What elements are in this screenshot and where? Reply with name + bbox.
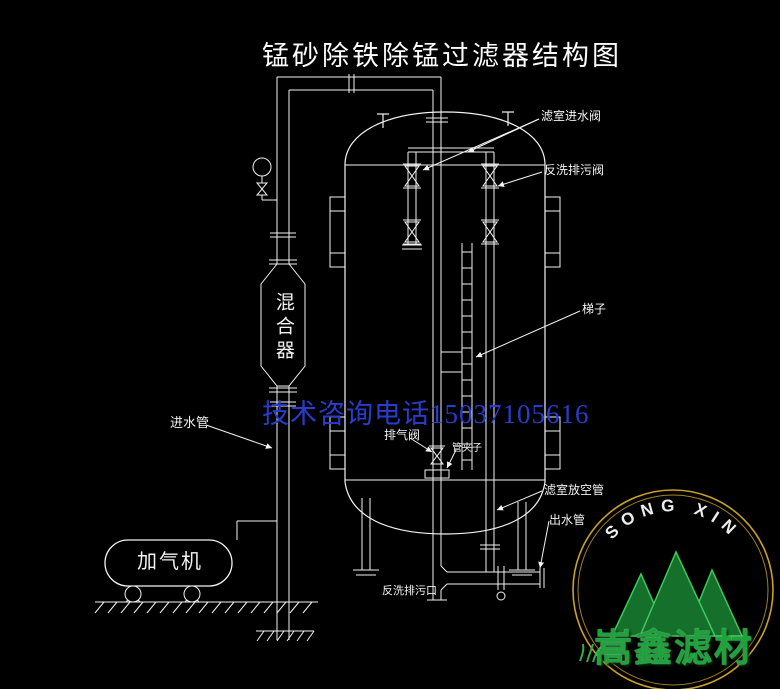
- tank-vessel: [344, 111, 546, 535]
- logo-brand-text: 嵩鑫滤材: [594, 628, 755, 670]
- grass-icon: [579, 643, 602, 663]
- label-filter-vent-pipe: 滤室放空管: [544, 483, 605, 497]
- leader-lines: [205, 118, 581, 569]
- label-inlet-pipe: 进水管: [170, 415, 210, 430]
- side-port-upper-left: [329, 196, 346, 268]
- pressure-gauge: [252, 157, 277, 201]
- label-outlet-pipe: 出水管: [549, 513, 586, 527]
- logo-ring-inner: [577, 494, 769, 686]
- backwash-valve-left: [403, 219, 421, 245]
- ground-hatching: [94, 601, 318, 642]
- ladder: [441, 243, 473, 470]
- filter-inlet-valve-left: [403, 163, 421, 189]
- side-port-lower-left: [329, 416, 346, 470]
- internal-pipes: [402, 147, 500, 572]
- backwash-valve-right: [481, 219, 499, 245]
- air-line: [236, 520, 277, 540]
- logo-mountains-icon: [610, 550, 744, 637]
- side-port-upper-right: [544, 196, 561, 268]
- label-exhaust-valve: 排气阀: [384, 428, 421, 442]
- drain-plug: [496, 591, 506, 601]
- wheel: [124, 585, 142, 603]
- diagram-title: 锰砂除铁除锰过滤器结构图: [262, 41, 622, 71]
- exhaust-valve-symbol: [429, 445, 445, 465]
- watermark-phone: 技术咨询电话15037105616: [262, 399, 590, 429]
- mixer-vessel: [260, 259, 306, 393]
- outlet-pipe: [440, 565, 545, 601]
- logo-ring-outer: [572, 489, 774, 689]
- label-filter-inlet-valve: 滤室进水阀: [541, 109, 602, 123]
- label-ladder: 梯子: [582, 302, 607, 316]
- label-backwash-drain-valve: 反洗排污阀: [544, 163, 605, 177]
- filter-inlet-valve-right: [481, 163, 499, 189]
- tank-legs: [353, 498, 535, 576]
- pipe-clamp-symbol: [424, 469, 450, 479]
- dome-nozzle-right: [502, 111, 514, 126]
- label-backwash-drain-outlet: 反洗排污口: [382, 585, 437, 597]
- dome-nozzle-left: [377, 113, 389, 128]
- label-mixer: 混合器: [272, 292, 294, 364]
- label-aerator: 加气机: [137, 551, 203, 573]
- aerator-machine: [104, 520, 277, 603]
- wheel: [183, 585, 201, 603]
- side-port-lower-right: [544, 416, 561, 470]
- label-pipe-clamp: 管夹子: [452, 443, 482, 454]
